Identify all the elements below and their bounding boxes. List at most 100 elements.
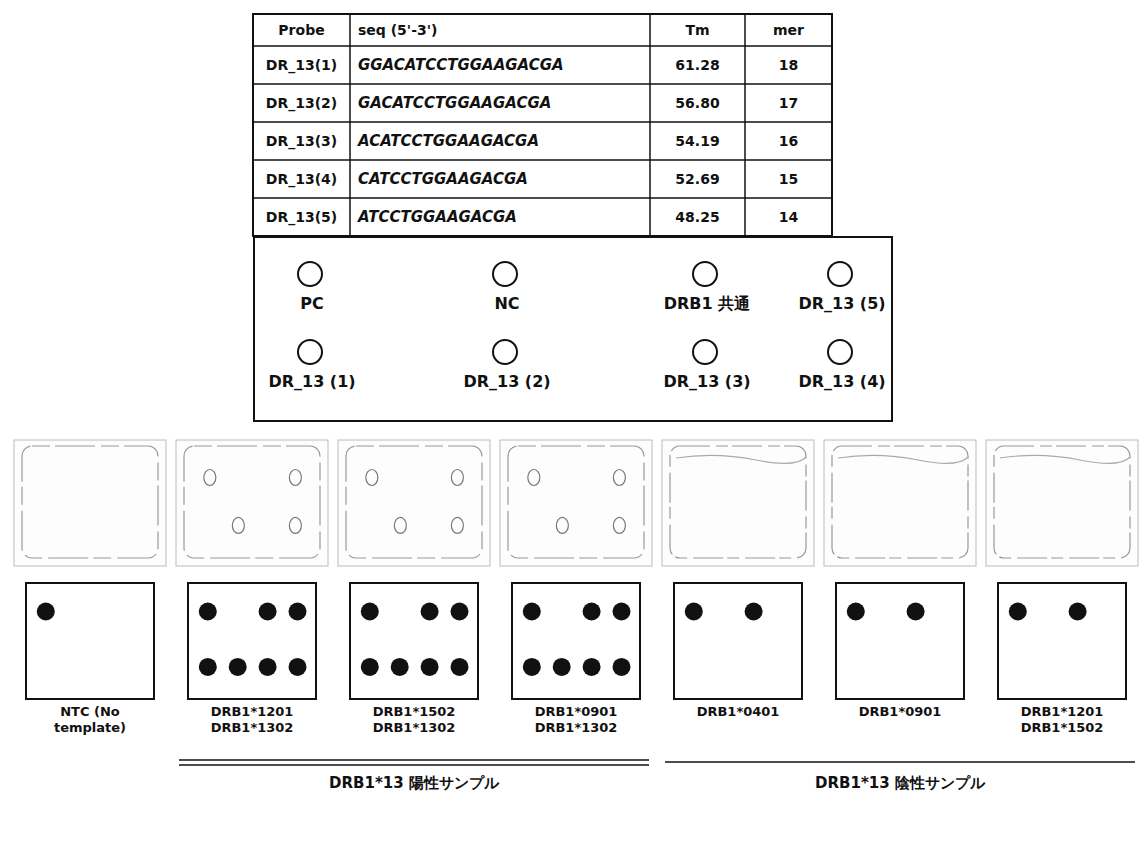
photo-streak (676, 455, 806, 463)
spot-circle (693, 340, 717, 364)
probe-name: DRB1 共通 (664, 294, 751, 315)
photo (662, 440, 814, 566)
result-dot (37, 603, 55, 621)
result-dot (745, 603, 763, 621)
photo-spot (613, 517, 625, 533)
table-cell: DR_13(1) (266, 57, 337, 73)
photo-frame (176, 440, 328, 566)
table-rule (253, 197, 832, 199)
probe-name: DR_13 (3) (663, 372, 750, 391)
photo (338, 440, 490, 566)
membrane-outline (832, 446, 968, 558)
table-cell: ACATCCTGGAAGACGA (358, 132, 539, 150)
result-dot (553, 658, 571, 676)
result-dot (613, 603, 631, 621)
result-dot (289, 603, 307, 621)
photo-spot (366, 470, 378, 486)
spot-circle (828, 262, 852, 286)
result-dot (421, 603, 439, 621)
result-dot (613, 658, 631, 676)
table-cell: 56.80 (675, 95, 719, 111)
spot-circle (493, 262, 517, 286)
probe-name: DR_13 (4) (798, 372, 885, 391)
table-rule (253, 83, 832, 85)
double-underline (179, 759, 649, 761)
photo-spot (289, 517, 301, 533)
photo-spot (528, 470, 540, 486)
table-cell: 15 (779, 171, 798, 187)
spot-circle (298, 262, 322, 286)
table-cell: 16 (779, 133, 798, 149)
photo-frame (14, 440, 166, 566)
spot-circle (298, 340, 322, 364)
photo (14, 440, 166, 566)
table-cell: GGACATCCTGGAAGACGA (358, 56, 564, 74)
spot-circle (493, 340, 517, 364)
membrane-outline (346, 446, 482, 558)
table-cell: CATCCTGGAAGACGA (358, 170, 528, 188)
result-dot (907, 603, 925, 621)
result-dot (451, 603, 469, 621)
table-grid (253, 14, 832, 236)
result-dot (523, 603, 541, 621)
sample-label: DRB1*0401 (679, 704, 797, 720)
table-cell: DR_13(3) (266, 133, 337, 149)
membrane-outline (22, 446, 158, 558)
spot-circle (828, 340, 852, 364)
membrane-outline (508, 446, 644, 558)
result-dot (259, 603, 277, 621)
result-dot (451, 658, 469, 676)
table-cell: 14 (779, 209, 798, 225)
table-cell: 54.19 (675, 133, 719, 149)
photo-spot (613, 470, 625, 486)
membrane-outline (184, 446, 320, 558)
result-box: DRB1*1201 DRB1*1302 (187, 582, 317, 700)
sample-label: DRB1*1201 DRB1*1502 (1003, 704, 1121, 737)
result-dot (229, 658, 247, 676)
result-dot (685, 603, 703, 621)
probe-name: PC (300, 294, 323, 313)
table-cell: seq (5'-3') (358, 22, 437, 38)
table-rule (349, 14, 351, 236)
photo-frame (662, 440, 814, 566)
photo (176, 440, 328, 566)
table-rule (253, 159, 832, 161)
result-dots (37, 603, 1087, 676)
photo-strip (14, 440, 1138, 566)
result-dot (199, 603, 217, 621)
table-cell: DR_13(5) (266, 209, 337, 225)
table-cell: GACATCCTGGAAGACGA (358, 94, 551, 112)
table-cell: 17 (779, 95, 798, 111)
probe-name: DR_13 (2) (463, 372, 550, 391)
result-dot (361, 658, 379, 676)
table-cell: ATCCTGGAAGACGA (358, 208, 517, 226)
photo-spot (232, 517, 244, 533)
result-dot (391, 658, 409, 676)
sample-label: NTC (No template) (31, 704, 149, 737)
result-dot (847, 603, 865, 621)
photo-spot (556, 517, 568, 533)
probe-name: DR_13 (1) (268, 372, 355, 391)
single-underline (665, 761, 1135, 763)
result-dot (199, 658, 217, 676)
table-rule (649, 14, 651, 236)
photo-frame (824, 440, 976, 566)
photo-spot (394, 517, 406, 533)
group-label: DRB1*13 陰性サンプル (815, 774, 985, 793)
group-underline (179, 760, 1135, 765)
result-box: DRB1*1502 DRB1*1302 (349, 582, 479, 700)
result-box: DRB1*0901 (835, 582, 965, 700)
photo (500, 440, 652, 566)
probe-layout-panel: PCNCDRB1 共通DR_13 (5)DR_13 (1)DR_13 (2)DR… (253, 236, 893, 422)
result-box: DRB1*0901 DRB1*1302 (511, 582, 641, 700)
spot-circle (693, 262, 717, 286)
sample-label: DRB1*1502 DRB1*1302 (355, 704, 473, 737)
table-cell: 18 (779, 57, 798, 73)
result-dot (289, 658, 307, 676)
result-box: DRB1*0401 (673, 582, 803, 700)
table-cell: 52.69 (675, 171, 719, 187)
result-box: NTC (No template) (25, 582, 155, 700)
result-dot (583, 603, 601, 621)
table-rule (253, 121, 832, 123)
result-dot (523, 658, 541, 676)
